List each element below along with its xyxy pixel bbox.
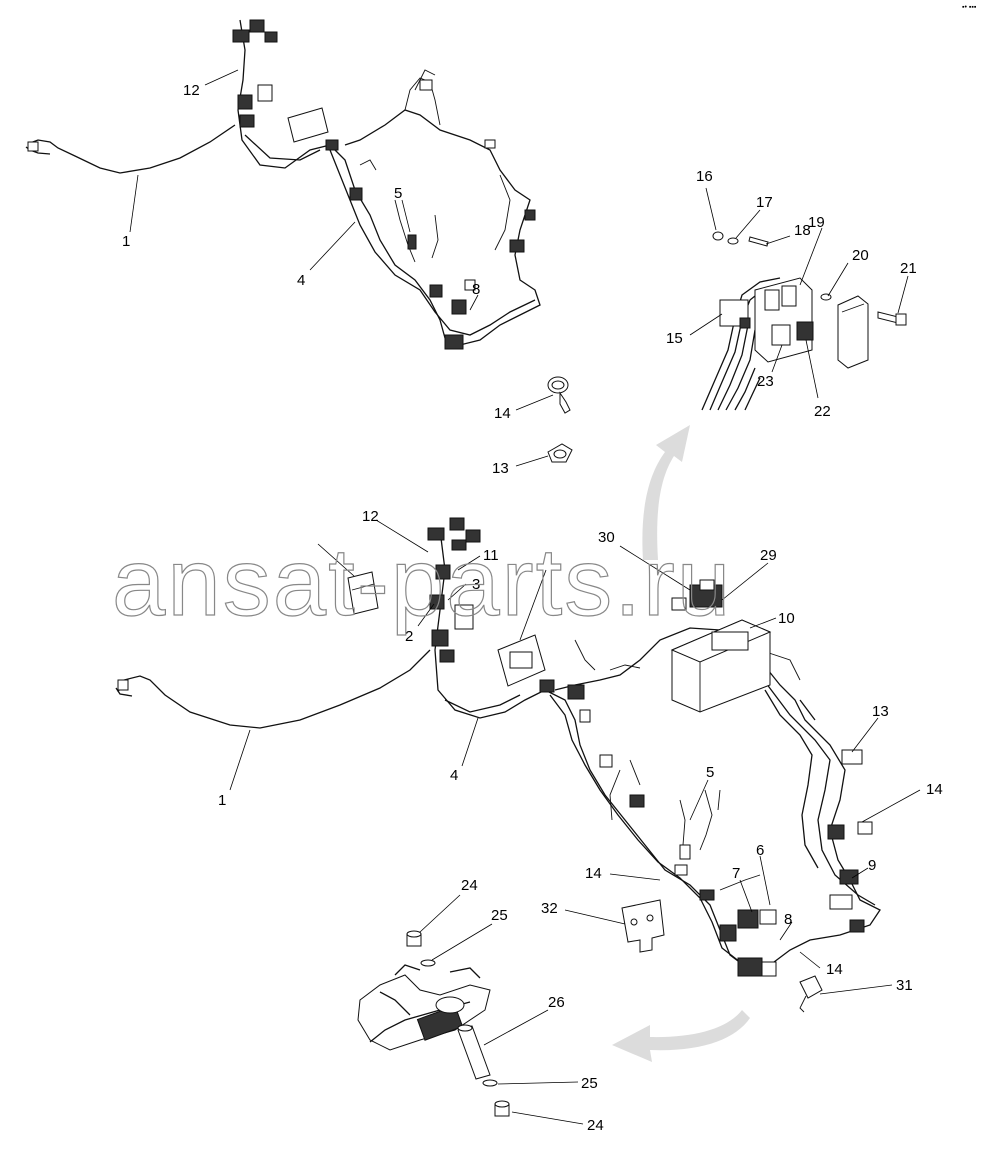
callout-bot-9: 9 — [868, 857, 876, 874]
callout-bot-24b: 24 — [587, 1117, 604, 1134]
fuse-box-detail — [689, 187, 909, 411]
top-cable-end-connector — [27, 141, 39, 152]
bottom-harness-assembly — [115, 517, 921, 1013]
watermark: ansat-parts.ru — [112, 529, 732, 636]
bottom-connector-a — [427, 527, 445, 541]
clamp-14-detail — [515, 376, 571, 414]
callout-top-4: 4 — [297, 272, 305, 289]
callout-bot-14a: 14 — [926, 781, 943, 798]
detail-pointer-arrow-up — [642, 425, 690, 560]
screw-18 — [748, 236, 769, 247]
callout-det-21: 21 — [900, 260, 917, 277]
callout-bot-2: 2 — [405, 628, 413, 645]
detail-pointer-arrow-down — [612, 1010, 750, 1062]
callout-bot-6: 6 — [756, 842, 764, 859]
module-32 — [347, 571, 379, 615]
callout-bot-29: 31 — [896, 977, 913, 994]
callout-det-15: 15 — [666, 330, 683, 347]
callout-det-19: 19 — [808, 214, 825, 231]
callout-bot-25a: 25 — [491, 907, 508, 924]
callout-top-5: 5 — [394, 185, 402, 202]
cover-20 — [837, 295, 869, 369]
callout-bot-25b: 25 — [581, 1075, 598, 1092]
bracket-30 — [621, 899, 665, 953]
callout-bot-14b: 14 — [585, 865, 602, 882]
corner-mark: ▪• ▪▪▪ — [962, 4, 977, 11]
callout-bot-11: 11 — [483, 547, 499, 564]
top-main-loom — [237, 19, 541, 346]
relay-22 — [796, 321, 814, 341]
top-cable-1 — [27, 124, 236, 174]
sensor-29 — [799, 975, 823, 999]
top-ecu-module — [287, 107, 329, 143]
bottom-cable-1 — [117, 649, 431, 729]
callout-bot-13: 13 — [872, 703, 889, 720]
top-harness-assembly — [25, 19, 541, 350]
washer-25-lower — [482, 1079, 498, 1087]
callout-top-12: 12 — [183, 82, 200, 99]
callout-bot-3: 3 — [472, 576, 480, 593]
callout-mid-13: 13 — [492, 460, 509, 477]
callout-det-17: 17 — [756, 194, 773, 211]
callout-top-8: 8 — [472, 281, 480, 298]
nut-16 — [712, 231, 724, 241]
callout-mid-14: 14 — [494, 405, 511, 422]
callout-bot-10: 10 — [778, 610, 795, 627]
callout-bot-7: 7 — [732, 865, 740, 882]
callout-top-1: 1 — [122, 233, 130, 250]
tube-seal-detail — [357, 894, 584, 1125]
washer-17 — [727, 237, 739, 245]
callout-det-18: 18 — [794, 222, 811, 239]
callout-bot-5: 5 — [706, 764, 714, 781]
callout-bot-24a: 24 — [461, 877, 478, 894]
callout-bot-12: 12 — [362, 508, 379, 525]
callout-bot-14c: 14 — [826, 961, 843, 978]
callout-bot-1: 1 — [218, 792, 226, 809]
washer-25-upper — [420, 959, 436, 967]
callout-det-16: 16 — [696, 168, 713, 185]
grommet-13-detail — [515, 443, 573, 467]
callout-bot-26: 26 — [548, 994, 565, 1011]
callout-det-20: 20 — [852, 247, 869, 264]
top-connector-a — [232, 29, 250, 43]
callout-bot-27: 29 — [760, 547, 777, 564]
callout-det-23: 23 — [757, 373, 774, 390]
callout-bot-28: 30 — [598, 529, 615, 546]
callout-bot-8: 8 — [784, 911, 792, 928]
callout-det-22: 22 — [814, 403, 831, 420]
callout-bot-30: 32 — [541, 900, 558, 917]
callout-bot-4: 4 — [450, 767, 458, 784]
relay-23 — [771, 324, 791, 346]
tube-26 — [457, 1025, 491, 1080]
